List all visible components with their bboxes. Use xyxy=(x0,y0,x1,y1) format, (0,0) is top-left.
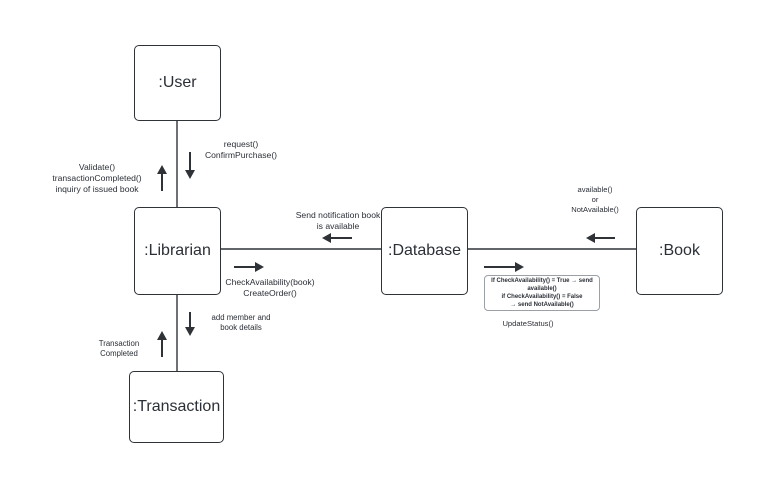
message-librarian-to-transaction: add member and book details xyxy=(202,313,280,333)
message-database-to-book: UpdateStatus() xyxy=(490,318,566,329)
message-line: CreateOrder() xyxy=(243,288,297,298)
message-line: Send notification book xyxy=(295,210,381,220)
arrow-right-librarian-database xyxy=(234,262,264,272)
message-line: Validate() xyxy=(78,162,116,172)
message-line: CheckAvailability(book) xyxy=(225,277,315,287)
condition-note xyxy=(484,275,600,311)
arrow-left-book-database xyxy=(586,233,615,243)
book-object: :Book xyxy=(636,207,723,295)
message-line: Completed xyxy=(100,349,138,358)
arrow-right-database-book xyxy=(484,262,524,272)
message-line: UpdateStatus() xyxy=(502,319,554,328)
message-line: ConfirmPurchase() xyxy=(204,150,278,160)
transaction-object: :Transaction xyxy=(129,371,224,443)
message-line: available() xyxy=(577,185,613,194)
note-line: if CheckAvailability() = False xyxy=(501,294,583,300)
book-object-label: :Book xyxy=(659,242,700,259)
transaction-object-label: :Transaction xyxy=(132,398,221,415)
note-line: If CheckAvailability() = True → send xyxy=(491,278,593,284)
librarian-object: :Librarian xyxy=(134,207,221,295)
message-line: add member and xyxy=(211,313,271,322)
arrow-up-transaction-librarian xyxy=(157,331,167,357)
message-user-to-librarian: request() ConfirmPurchase() xyxy=(196,139,286,161)
arrow-up-librarian-user xyxy=(157,165,167,191)
message-database-to-librarian: Send notification book is available xyxy=(287,210,389,232)
message-line: book details xyxy=(220,323,262,332)
message-librarian-to-user: Validate() transactionCompleted() inquir… xyxy=(38,162,156,195)
note-line: → send NotAvailable() xyxy=(510,302,574,308)
message-transaction-to-librarian: Transaction Completed xyxy=(88,339,150,359)
message-line: request() xyxy=(223,139,259,149)
message-line: Transaction xyxy=(98,339,140,348)
message-line: inquiry of issued book xyxy=(55,184,139,194)
condition-note-text: If CheckAvailability() = True → send ava… xyxy=(484,277,600,309)
user-object: :User xyxy=(134,45,221,121)
message-book-to-database: available() or NotAvailable() xyxy=(560,185,630,215)
message-line: or xyxy=(591,195,599,204)
database-object: :Database xyxy=(381,207,468,295)
message-line: is available xyxy=(316,221,360,231)
arrow-down-user-librarian xyxy=(185,152,195,179)
arrow-down-librarian-transaction xyxy=(185,312,195,336)
message-line: transactionCompleted() xyxy=(52,173,142,183)
message-librarian-to-database: CheckAvailability(book) CreateOrder() xyxy=(222,277,318,299)
librarian-object-label: :Librarian xyxy=(144,242,211,259)
database-object-label: :Database xyxy=(388,242,461,259)
user-object-label: :User xyxy=(158,74,197,91)
message-line: NotAvailable() xyxy=(571,205,619,214)
arrow-left-database-librarian xyxy=(322,233,352,243)
note-line: available() xyxy=(527,286,557,292)
